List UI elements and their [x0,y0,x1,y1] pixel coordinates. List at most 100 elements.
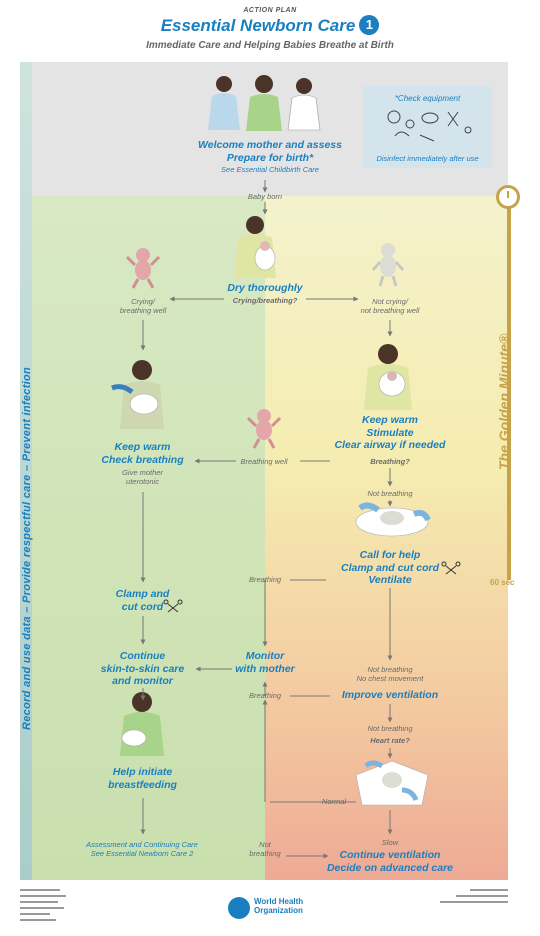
clamp-left-line2: cut cord [121,600,164,613]
continue-line3: and monitor [112,675,173,688]
welcome-line1: Welcome mother and assess [198,139,342,151]
breathing-well-label: Breathing well [240,457,288,466]
continue-line2: skin-to-skin care [100,662,185,675]
give-mother-line1: Give mother [122,468,163,477]
keep-warm-right-step: Keep warm Stimulate Clear airway if need… [320,414,460,452]
childbirth-care-link[interactable]: See Essential Childbirth Care [221,165,319,174]
breathing-question: Breathing? [370,457,410,466]
keep-warm-left: Keep warm [114,441,171,453]
ventilation-illustration [355,502,431,537]
crying-question: Crying/breathing? [232,296,298,305]
welcome-line2: Prepare for birth* [226,151,314,164]
org-line2: Organization [254,905,303,915]
ventilate: Ventilate [368,574,412,587]
equipment-note: Disinfect immediately after use [376,154,479,163]
keep-warm-left-step: Keep warm Check breathing [80,441,205,466]
breastfeeding-line1: Help initiate [112,766,173,778]
improve-ventilation-step: Improve ventilation [341,689,439,701]
kicker: ACTION PLAN [243,7,297,14]
continue-line1: Continue [119,650,166,662]
continue-ventilation-step: Continue ventilation Decide on advanced … [312,849,468,874]
dry-step: Dry thoroughly [227,282,303,294]
fine-print-line [20,907,64,909]
step-number-badge: 1 [359,15,380,35]
not-breathing-2-label: Not breathing No chest movement [335,665,445,683]
continue-ventilation: Continue ventilation [339,849,441,861]
scissors-icon [163,561,461,613]
clamp-left-step: Clamp and cut cord [95,588,190,613]
clamp-left-line1: Clamp and [115,588,170,600]
footer [0,880,540,936]
equipment-box [363,86,492,168]
crying-well-line1: Crying/ [131,297,155,306]
organization-name: World Health Organization [254,897,304,916]
skin-to-skin-illustration [111,360,164,429]
breastfeeding-step: Help initiate breastfeeding [90,766,195,791]
stimulate: Stimulate [366,426,414,439]
not-breathing-2: Not breathing [367,665,413,674]
not-crying-label: Not crying/ not breathing well [340,297,440,315]
decide-advanced-care: Decide on advanced care [326,861,454,874]
not-crying-line1: Not crying/ [372,297,408,306]
breastfeeding-illustration [120,692,164,756]
baby-born-label: Baby born [247,192,283,201]
not-breathing-final-label: Not breathing [240,840,290,858]
stimulating-illustration [364,344,412,410]
check-breathing: Check breathing [101,453,184,466]
normal-label: Normal [321,797,347,806]
monitor-line1: Monitor [245,650,285,662]
equipment-title: *Check equipment [394,94,461,103]
assess-line1: Assessment and Continuing Care [86,840,198,849]
no-chest-movement: No chest movement [356,674,424,683]
ventilate-step: Call for help Clamp and cut cord Ventila… [315,549,465,587]
not-line: Not [259,840,271,849]
breathing-label-1: Breathing [248,575,282,584]
drying-illustration [234,216,276,278]
breathing-baby-illustration [246,409,282,449]
fine-print-line [20,913,50,915]
not-breathing-3-label: Not breathing [367,724,413,733]
welcome-step: Welcome mother and assess Prepare for bi… [165,139,375,164]
crying-baby-illustration [125,248,161,289]
page-title-text: Essential Newborn Care [160,16,356,35]
clock-icon [496,185,520,209]
fine-print-line [20,889,60,891]
crying-well-line2: breathing well [119,306,167,315]
continue-step: Continue skin-to-skin care and monitor [85,650,200,688]
not-crying-line2: not breathing well [360,306,420,315]
fine-print-line [456,895,508,897]
time-mark: 60 sec [490,578,515,587]
left-side-strip [20,62,32,880]
slow-label: Slow [381,838,399,847]
heart-rate-question: Heart rate? [370,736,410,745]
fine-print-line [20,901,58,903]
assess-line2: See Essential Newborn Care 2 [90,849,194,858]
page-subtitle: Immediate Care and Helping Babies Breath… [146,40,394,51]
breastfeeding-line2: breastfeeding [108,778,177,791]
fine-print-line [20,919,56,921]
not-breathing-label: Not breathing [367,489,413,498]
give-mother-line2[interactable]: uterotonic [126,477,159,486]
limp-baby-illustration [371,243,405,287]
fine-print-line [440,901,508,903]
continuing-care-link[interactable]: Assessment and Continuing Care See Essen… [62,840,222,858]
welcome-illustration [208,75,321,131]
keep-warm-right: Keep warm [361,414,419,426]
fine-print-line [470,889,508,891]
heart-rate-illustration [355,760,429,806]
breathing-label-2: Breathing [248,691,282,700]
who-logo-icon [228,897,250,919]
golden-minute-bar [507,196,511,580]
equipment-icons [387,110,472,142]
fine-print-line [20,895,66,897]
org-line1: World Health [254,897,304,906]
breathing-line: breathing [249,849,281,858]
monitor-line2[interactable]: with mother [235,662,295,675]
monitor-step: Monitor with mother [225,650,305,675]
call-for-help: Call for help [359,549,421,561]
crying-well-label: Crying/ breathing well [103,297,183,315]
clear-airway: Clear airway if needed [334,439,446,452]
clamp-cut-cord-right: Clamp and cut cord [340,561,439,574]
